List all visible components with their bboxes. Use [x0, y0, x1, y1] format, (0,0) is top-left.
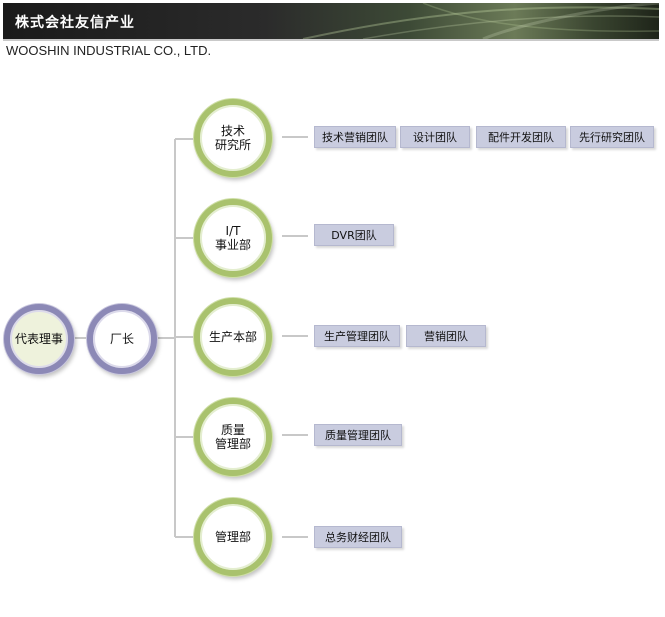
team-box: 技术营销团队: [314, 126, 396, 148]
team-box: 配件开发团队: [476, 126, 566, 148]
company-name-cn: 株式会社友信产业: [15, 15, 135, 31]
division-label: 管理部: [214, 530, 251, 544]
team-box: 先行研究团队: [570, 126, 654, 148]
header-banner: 株式会社友信产业: [3, 3, 659, 41]
banner-decoration: [302, 3, 659, 39]
ceo-node: 代表理事: [4, 304, 74, 374]
team-box: 设计团队: [400, 126, 470, 148]
factory-head-node: 厂长: [87, 304, 157, 374]
ceo-label: 代表理事: [14, 332, 63, 346]
division-label: I/T 事业部: [214, 224, 251, 252]
division-node-production: 生产本部: [194, 298, 272, 376]
team-box: DVR团队: [314, 224, 394, 246]
division-node-it: I/T 事业部: [194, 199, 272, 277]
factory-head-label: 厂长: [109, 332, 134, 346]
team-box: 质量管理团队: [314, 424, 402, 446]
division-label: 技术 研究所: [214, 124, 251, 152]
company-name-en: WOOSHIN INDUSTRIAL CO., LTD.: [6, 43, 212, 58]
division-label: 生产本部: [208, 330, 257, 344]
division-label: 质量 管理部: [214, 423, 251, 451]
division-node-admin: 管理部: [194, 498, 272, 576]
team-box: 营销团队: [406, 325, 486, 347]
team-box: 总务财经团队: [314, 526, 402, 548]
division-node-rnd: 技术 研究所: [194, 99, 272, 177]
team-box: 生产管理团队: [314, 325, 400, 347]
division-node-quality: 质量 管理部: [194, 398, 272, 476]
